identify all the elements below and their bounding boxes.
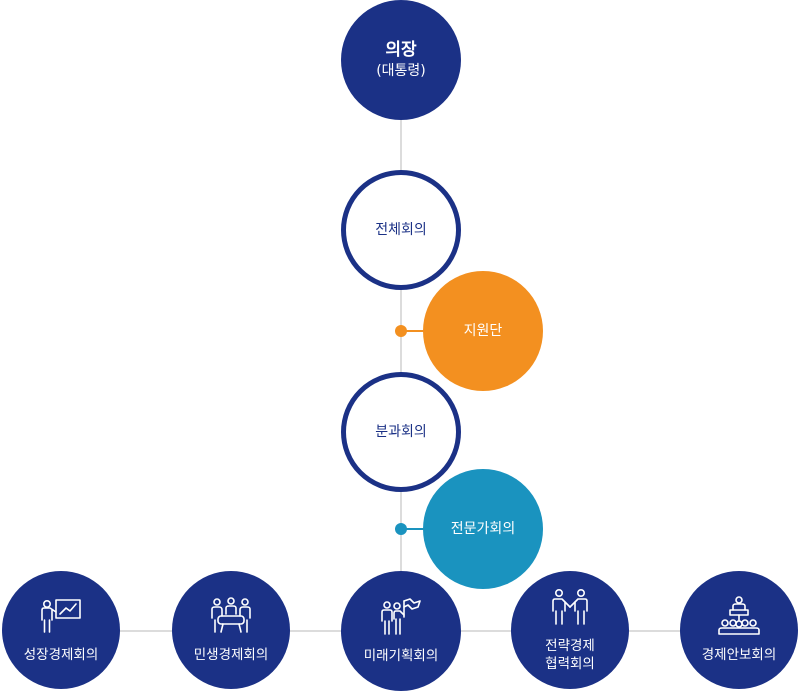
- meeting-node-growth: 성장경제회의: [2, 571, 120, 689]
- plenary-node: 전체회의: [341, 170, 461, 290]
- support-connector-line: [405, 330, 430, 332]
- meeting-node-future-planning: 미래기획회의: [341, 571, 461, 691]
- meeting-label-line2: 협력회의: [545, 656, 595, 672]
- chair-title: 의장: [385, 40, 417, 60]
- support-node: 지원단: [423, 271, 543, 391]
- podium-audience-icon: [718, 596, 760, 635]
- expert-label: 전문가회의: [450, 521, 516, 537]
- meeting-node-strategic-cooperation: 전략경제 협력회의: [511, 571, 629, 689]
- vertical-connector-line: [400, 110, 402, 630]
- expert-connector-line: [405, 528, 430, 530]
- expert-connector-dot: [395, 523, 407, 535]
- subcommittee-node: 분과회의: [341, 372, 461, 492]
- support-connector-dot: [395, 325, 407, 337]
- handshake-icon: [552, 588, 588, 625]
- presentation-board-icon: [41, 599, 81, 633]
- chair-node: 의장 (대통령): [341, 0, 461, 120]
- meeting-node-livelihood: 민생경제회의: [172, 571, 290, 689]
- flag-people-icon: [381, 598, 421, 635]
- meeting-node-economic-security: 경제안보회의: [680, 571, 798, 689]
- meeting-label: 경제안보회의: [701, 647, 777, 663]
- expert-node: 전문가회의: [423, 469, 543, 589]
- plenary-label: 전체회의: [375, 222, 427, 238]
- support-label: 지원단: [463, 323, 503, 339]
- meeting-label: 민생경제회의: [193, 647, 269, 663]
- meeting-label: 미래기획회의: [363, 648, 439, 664]
- subcommittee-label: 분과회의: [375, 424, 427, 440]
- chair-subtitle: (대통령): [376, 63, 426, 79]
- meeting-label-line1: 전략경제: [545, 638, 595, 654]
- meeting-label: 성장경제회의: [23, 647, 99, 663]
- meeting-table-icon: [211, 597, 251, 633]
